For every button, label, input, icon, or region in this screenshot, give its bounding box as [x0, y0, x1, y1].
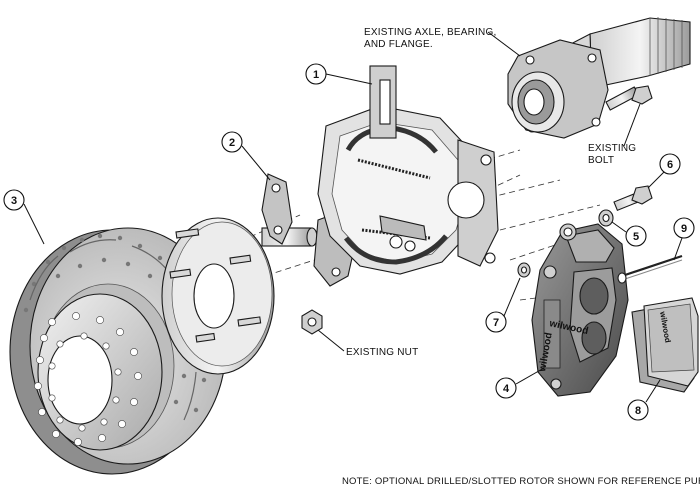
callout-5: 5: [611, 221, 647, 247]
parking-brake-assembly: [317, 65, 499, 275]
callout-6-number: 6: [667, 159, 673, 171]
callout-8-number: 8: [635, 405, 641, 417]
washer-5: [598, 209, 614, 227]
callout-4: 4: [495, 367, 545, 399]
callout-2-number: 2: [229, 137, 235, 149]
callout-7-number: 7: [493, 317, 499, 329]
callout-2: 2: [221, 131, 271, 181]
label-existing-nut: EXISTING NUT: [317, 329, 418, 358]
caliper: wilwood wilwood: [531, 223, 629, 397]
axle-label-line2: AND FLANGE.: [364, 39, 433, 50]
label-existing-bolt: EXISTING BOLT: [588, 103, 641, 166]
washer-7: [517, 262, 531, 278]
callout-1: 1: [305, 63, 373, 85]
reference-note: NOTE: OPTIONAL DRILLED/SLOTTED ROTOR SHO…: [342, 476, 700, 487]
callout-9-number: 9: [681, 223, 687, 235]
hub-plate: [161, 217, 275, 375]
label-existing-axle: EXISTING AXLE, BEARING, AND FLANGE.: [364, 27, 521, 57]
callout-3: 3: [3, 189, 45, 245]
nut-label: EXISTING NUT: [346, 347, 418, 358]
bolt-label-line1: EXISTING: [588, 143, 636, 154]
caliper-bolt: [613, 185, 653, 212]
callout-3-number: 3: [11, 195, 17, 207]
callout-4-number: 4: [503, 383, 510, 395]
callout-1-number: 1: [313, 69, 319, 81]
cotter-pin: [617, 254, 683, 284]
existing-bolt: [605, 85, 653, 111]
axle-label-line1: EXISTING AXLE, BEARING,: [364, 27, 496, 38]
existing-axle-assembly: [507, 17, 691, 139]
callout-7: 7: [485, 277, 521, 333]
callout-8: 8: [627, 379, 661, 421]
callout-9: 9: [673, 217, 695, 261]
bolt-label-line2: BOLT: [588, 155, 614, 166]
existing-nut: [301, 309, 323, 335]
brake-pads: wilwood: [631, 297, 699, 393]
callout-5-number: 5: [633, 231, 639, 243]
callout-6: 6: [647, 153, 681, 189]
